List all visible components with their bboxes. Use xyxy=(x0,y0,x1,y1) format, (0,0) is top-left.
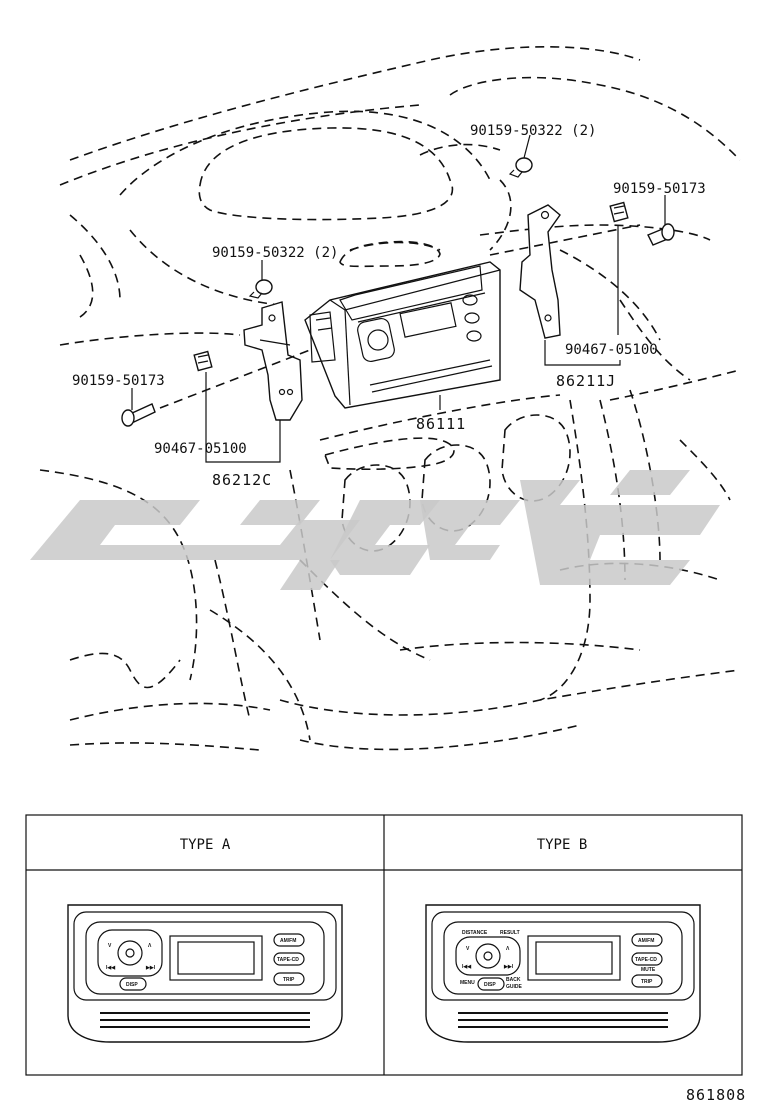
left-bracket xyxy=(243,301,303,421)
panel-type-b: DISTANCE RESULT V Λ I◀◀ ▶▶I MENU DISP BA… xyxy=(425,904,701,1043)
callout-bolt-left-top: 90159-50322 (2) xyxy=(212,245,338,261)
callout-bracket-right: 86211J xyxy=(556,372,616,390)
panel-b-result: RESULT xyxy=(500,930,520,936)
panel-b-distance: DISTANCE xyxy=(462,930,488,936)
svg-text:Λ: Λ xyxy=(148,943,152,949)
panel-b-tapecd: TAPE-CD xyxy=(635,957,657,963)
panel-b-trip: TRIP xyxy=(641,979,653,985)
panel-b-guide: GUIDE xyxy=(506,984,523,990)
svg-text:I◀◀: I◀◀ xyxy=(462,964,471,970)
callout-bolt-top-right: 90159-50322 (2) xyxy=(470,123,596,139)
panel-type-a: V Λ I◀◀ ▶▶I DISP AM/FM TAPE-CD TRIP xyxy=(67,904,343,1043)
callout-bracket-left: 86212C xyxy=(212,471,272,489)
bolt-top-right xyxy=(508,157,533,178)
radio-unit xyxy=(304,261,501,409)
panel-b-back: BACK xyxy=(506,977,521,983)
svg-text:Λ: Λ xyxy=(506,946,510,952)
callout-bolt-left: 90159-50173 xyxy=(72,373,165,389)
nut-right xyxy=(609,201,629,223)
panel-b-amfm: AM/FM xyxy=(638,938,654,944)
panel-b-menu: MENU xyxy=(460,980,475,986)
panel-a-amfm: AM/FM xyxy=(280,938,296,944)
svg-text:▶▶I: ▶▶I xyxy=(503,964,514,970)
type-a-header: TYPE A xyxy=(180,837,231,853)
svg-text:▶▶I: ▶▶I xyxy=(145,965,156,971)
right-bracket xyxy=(519,204,561,339)
panel-a-tapecd: TAPE-CD xyxy=(277,957,299,963)
type-table: TYPE A TYPE B V Λ I◀◀ ▶▶I DISP AM/FM TAP… xyxy=(25,814,743,1076)
callout-labels: 90159-50322 (2) 90159-50173 90159-50322 … xyxy=(72,123,706,489)
panel-b-mute: MUTE xyxy=(641,967,656,973)
callout-nut-left: 90467-05100 xyxy=(154,441,247,457)
diagram-id: 861808 xyxy=(686,1086,746,1104)
bolt-left xyxy=(121,403,156,427)
fasteners xyxy=(121,157,675,427)
callout-bolt-right: 90159-50173 xyxy=(613,181,706,197)
callout-nut-right: 90467-05100 xyxy=(565,342,658,358)
bolt-right xyxy=(647,223,675,246)
svg-text:V: V xyxy=(108,943,112,949)
svg-text:V: V xyxy=(466,946,470,952)
panel-a-disp: DISP xyxy=(126,982,138,988)
callout-radio-unit: 86111 xyxy=(416,415,466,433)
nut-left xyxy=(193,350,213,372)
leader-lines xyxy=(131,134,666,463)
type-b-header: TYPE B xyxy=(537,837,588,853)
panel-b-disp: DISP xyxy=(484,982,496,988)
watermark-logo xyxy=(30,470,720,590)
panel-a-trip: TRIP xyxy=(283,977,295,983)
bolt-left-top xyxy=(248,279,273,299)
svg-text:I◀◀: I◀◀ xyxy=(106,965,115,971)
